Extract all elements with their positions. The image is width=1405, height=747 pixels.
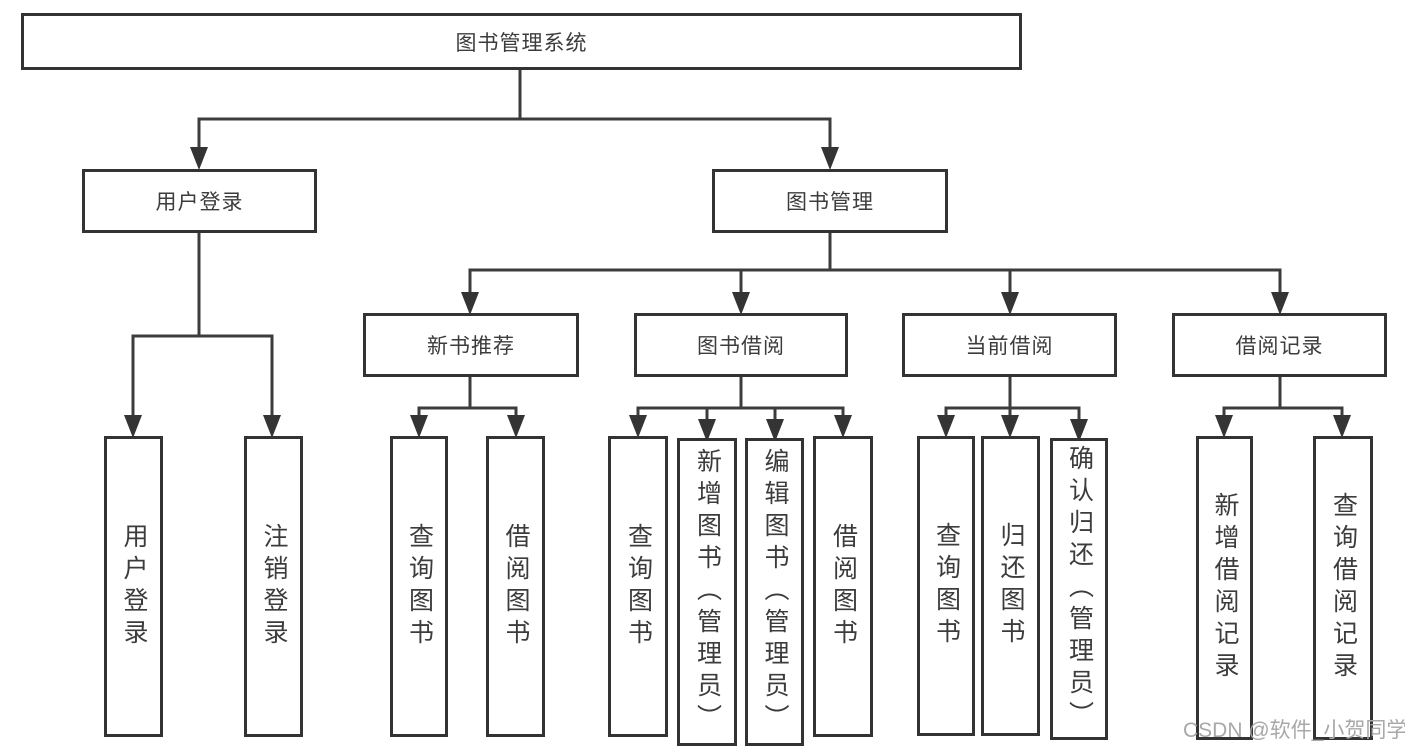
leaf-confirm-return-admin-label: 确认归还（管理员） <box>1065 445 1094 733</box>
leaf-logout: 注销登录 <box>244 436 303 737</box>
node-new-book-recommend-label: 新书推荐 <box>427 335 515 358</box>
leaf-borrow-books-1: 借阅图书 <box>486 436 545 737</box>
leaf-user-login-label: 用户登录 <box>120 522 148 651</box>
leaf-query-books-2-label: 查询图书 <box>624 522 653 651</box>
leaf-return-book-label: 归还图书 <box>997 522 1025 650</box>
leaf-confirm-return-admin: 确认归还（管理员） <box>1050 438 1108 740</box>
node-user-login-label: 用户登录 <box>155 191 244 214</box>
leaf-borrow-books-2: 借阅图书 <box>813 436 873 737</box>
node-book-management: 图书管理 <box>712 169 948 233</box>
leaf-add-borrow-record: 新增借阅记录 <box>1196 436 1253 740</box>
leaf-query-borrow-record-label: 查询借阅记录 <box>1329 492 1358 684</box>
connector-current-borrow-to-leaves <box>937 375 1088 442</box>
node-new-book-recommend: 新书推荐 <box>363 313 579 377</box>
connector-user-login-to-leaves <box>124 231 281 438</box>
leaf-edit-book-admin: 编辑图书（管理员） <box>745 438 804 746</box>
leaf-logout-label: 注销登录 <box>260 522 288 651</box>
csdn-watermark: CSDN @软件_小贺同学 <box>1183 719 1405 742</box>
node-current-borrow: 当前借阅 <box>902 313 1117 377</box>
leaf-add-borrow-record-label: 新增借阅记录 <box>1211 492 1239 684</box>
leaf-add-book-admin-label: 新增图书（管理员） <box>693 448 722 736</box>
node-borrow-records: 借阅记录 <box>1172 313 1387 377</box>
leaf-borrow-books-1-label: 借阅图书 <box>502 522 530 651</box>
node-book-borrow: 图书借阅 <box>634 313 848 377</box>
leaf-borrow-books-2-label: 借阅图书 <box>829 522 858 651</box>
leaf-query-books-3: 查询图书 <box>917 436 975 736</box>
node-borrow-records-label: 借阅记录 <box>1235 335 1324 358</box>
node-book-management-label: 图书管理 <box>786 191 874 214</box>
leaf-query-borrow-record: 查询借阅记录 <box>1313 436 1373 740</box>
leaf-query-books-1: 查询图书 <box>390 436 448 737</box>
connector-new-book-to-leaves <box>410 375 525 438</box>
leaf-return-book: 归还图书 <box>981 436 1040 736</box>
node-root-label: 图书管理系统 <box>455 31 588 55</box>
leaf-user-login: 用户登录 <box>104 436 163 737</box>
node-book-borrow-label: 图书借阅 <box>697 335 785 358</box>
connector-root-to-level2 <box>190 68 839 170</box>
node-user-login: 用户登录 <box>82 169 317 233</box>
leaf-query-books-1-label: 查询图书 <box>405 522 434 651</box>
connector-book-management-to-level3 <box>461 231 1289 315</box>
node-current-borrow-label: 当前借阅 <box>965 335 1054 358</box>
leaf-edit-book-admin-label: 编辑图书（管理员） <box>761 448 789 736</box>
leaf-query-books-2: 查询图书 <box>608 436 668 737</box>
connector-book-borrow-to-leaves <box>629 375 852 442</box>
node-root: 图书管理系统 <box>21 13 1022 70</box>
leaf-query-books-3-label: 查询图书 <box>932 522 961 650</box>
leaf-add-book-admin: 新增图书（管理员） <box>677 438 737 746</box>
connector-borrow-records-to-leaves <box>1215 375 1351 438</box>
